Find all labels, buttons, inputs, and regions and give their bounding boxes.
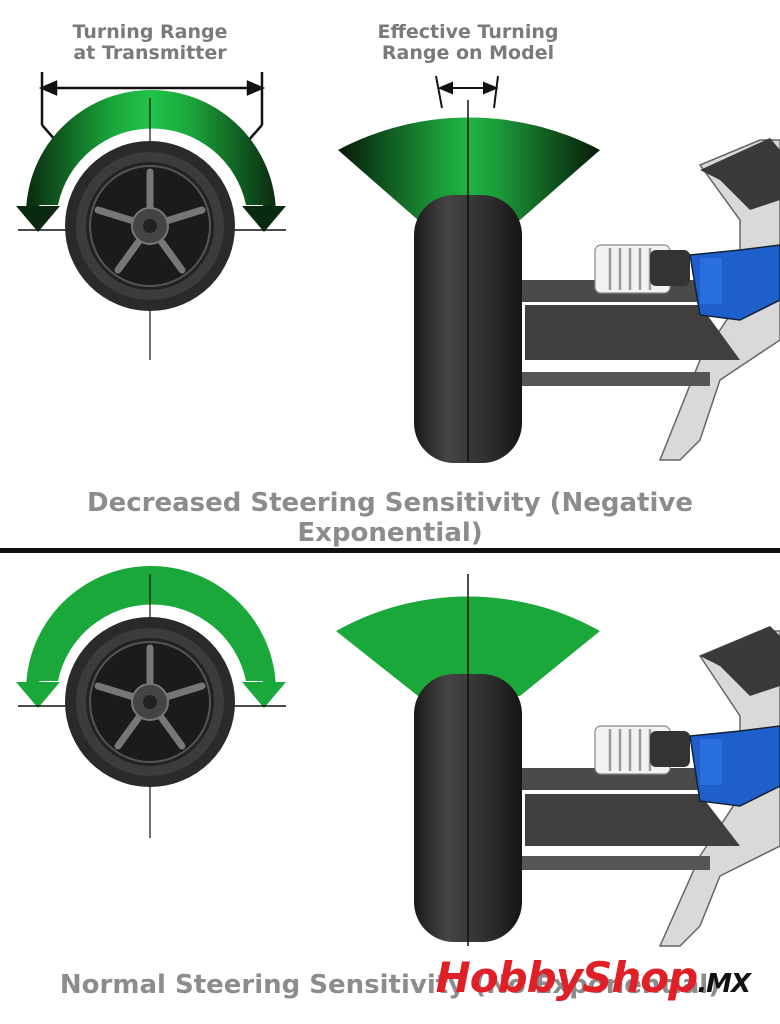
transmitter-label-line-1: Turning Range bbox=[72, 21, 228, 43]
model-tire-normal bbox=[414, 574, 522, 946]
arc-arrowhead-right bbox=[242, 206, 286, 232]
chassis-assembly-normal bbox=[520, 626, 780, 947]
transmitter-arc-normal bbox=[26, 566, 276, 691]
transmitter-steering-wheel bbox=[65, 141, 235, 311]
hobbyshop-watermark: HobbyShop.MX bbox=[435, 953, 751, 1002]
watermark-suffix: .MX bbox=[697, 969, 751, 999]
model-range-bracket bbox=[435, 75, 499, 109]
model-range-label: Effective Turning Range on Model bbox=[372, 22, 564, 64]
panel-divider bbox=[0, 548, 780, 553]
model-tire bbox=[414, 100, 522, 463]
decreased-sensitivity-panel: Turning Range at Transmitter Effective T… bbox=[16, 22, 780, 548]
shock-absorber bbox=[594, 244, 690, 294]
arc-arrowhead-left bbox=[16, 206, 60, 232]
top-diagram bbox=[16, 72, 780, 463]
transmitter-range-label: Turning Range at Transmitter bbox=[60, 22, 240, 64]
model-label-line-1: Effective Turning bbox=[377, 21, 559, 43]
watermark-brand: HobbyShop bbox=[435, 953, 699, 1002]
model-turning-fan bbox=[338, 117, 600, 220]
model-label-line-2: Range on Model bbox=[381, 42, 555, 64]
transmitter-label-line-2: at Transmitter bbox=[73, 42, 227, 64]
bottom-caption: Normal Steering Sensitivity (No Exponent… bbox=[59, 970, 721, 1000]
transmitter-arc bbox=[26, 90, 276, 215]
arc-arrowhead-right-normal bbox=[242, 682, 286, 708]
normal-sensitivity-panel: Normal Steering Sensitivity (No Exponent… bbox=[0, 556, 780, 1024]
top-caption: Decreased Steering Sensitivity (Negative… bbox=[87, 488, 693, 548]
chassis-assembly bbox=[520, 138, 780, 461]
bottom-diagram bbox=[16, 566, 780, 947]
arc-arrowhead-left-normal bbox=[16, 682, 60, 708]
transmitter-steering-wheel-normal bbox=[65, 617, 235, 787]
shock-absorber-normal bbox=[594, 725, 690, 775]
